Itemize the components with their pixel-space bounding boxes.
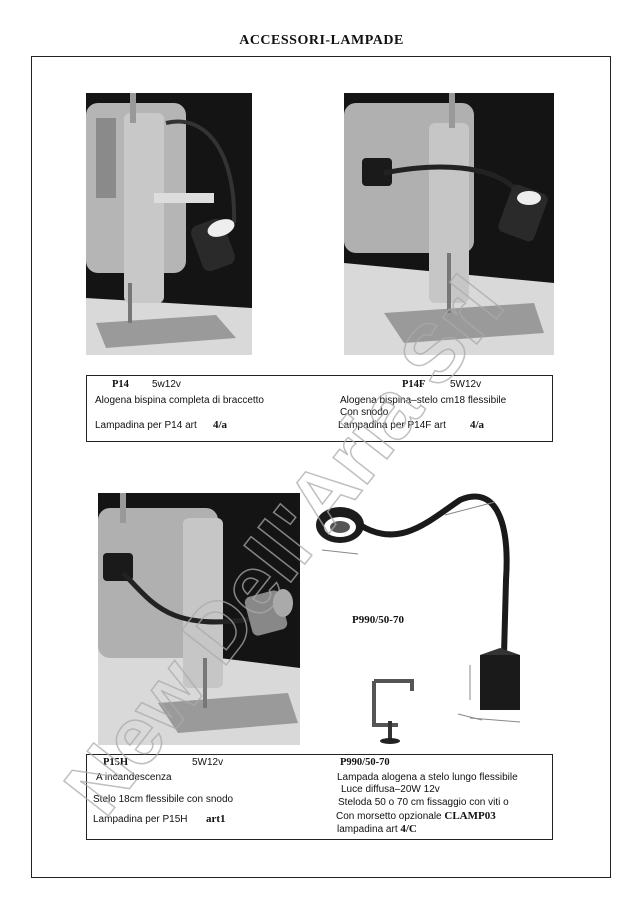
p14-code: P14 <box>112 379 129 390</box>
p14f-bulb-label: Lampadina per P14F art <box>338 420 446 431</box>
p14f-description-2: Con snodo <box>340 407 389 418</box>
page-title: ACCESSORI-LAMPADE <box>239 33 404 48</box>
p14f-spec: 5W12v <box>450 379 482 390</box>
clamp03-drawing <box>368 675 416 745</box>
p990-line-1: Lampada alogena a stelo lungo flessibile <box>337 772 518 783</box>
p990-clamp-code: CLAMP03 <box>444 810 496 822</box>
p15h-description-1: A incandescenza <box>96 772 172 783</box>
catalog-frame <box>31 56 611 878</box>
p14-bulb-art: 4/a <box>213 419 228 431</box>
p15h-spec: 5W12v <box>192 757 224 768</box>
p990-lamp-drawing <box>310 490 535 735</box>
p14f-bulb-art: 4/a <box>470 419 485 431</box>
p990-line-5: lampadina art 4/C <box>337 823 417 835</box>
p15h-photo <box>98 493 300 745</box>
p990-image-label: P990/50-70 <box>352 614 404 626</box>
p14f-photo <box>344 93 554 355</box>
p15h-code: P15H <box>103 757 129 768</box>
p990-line-2: Luce diffusa–20W 12v <box>341 784 440 795</box>
p14-bulb-label: Lampadina per P14 art <box>95 420 197 431</box>
p14-spec: 5w12v <box>152 379 181 390</box>
top-info-box <box>86 375 553 442</box>
p15h-bulb-art: art1 <box>206 813 226 825</box>
p14-photo <box>86 93 252 355</box>
p14f-code: P14F <box>402 379 426 390</box>
p14-description: Alogena bispina completa di braccetto <box>95 395 264 406</box>
p990-code: P990/50-70 <box>340 757 390 768</box>
p990-bulb-label: lampadina art <box>337 824 398 835</box>
p14f-description-1: Alogena bispina–stelo cm18 flessibile <box>340 395 507 406</box>
p15h-description-2: Stelo 18cm flessibile con snodo <box>93 794 234 805</box>
p990-line-4: Con morsetto opzionale CLAMP03 <box>336 810 496 822</box>
bottom-info-box <box>86 754 553 840</box>
p15h-bulb-label: Lampadina per P15H <box>93 814 188 825</box>
p990-clamp-label: Con morsetto opzionale <box>336 811 442 822</box>
p990-bulb-art: 4/C <box>400 823 417 835</box>
p990-line-3: Steloda 50 o 70 cm fissaggio con viti o <box>338 797 509 808</box>
